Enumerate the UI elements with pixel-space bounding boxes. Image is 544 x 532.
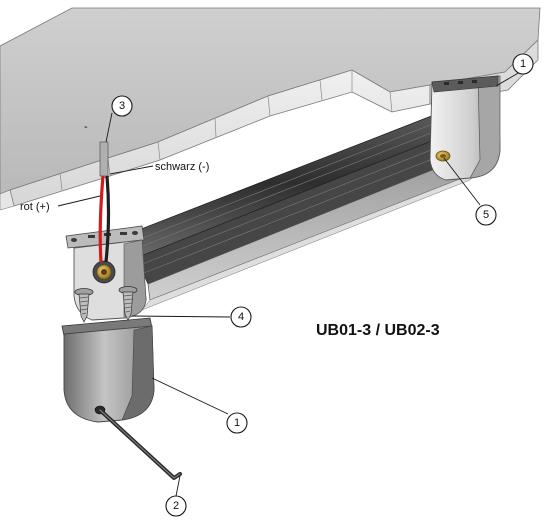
callout-number: 1	[520, 58, 526, 70]
left-mount-bracket	[65, 225, 147, 321]
leader-lines	[57, 71, 521, 497]
callout-1-top: 1	[512, 53, 534, 75]
bracket-top-plate	[65, 225, 145, 249]
model-label: UB01-3 / UB02-3	[316, 322, 440, 339]
mounting-screws	[74, 286, 138, 323]
heater-body	[117, 107, 483, 311]
label-red-wire: rot (+)	[20, 201, 50, 213]
callout-5: 5	[475, 204, 497, 226]
wire-red	[98, 175, 105, 263]
loose-end-cap	[61, 317, 155, 423]
ceiling-left-wall	[0, 189, 15, 211]
callout-number: 4	[238, 311, 244, 323]
cable-sheath	[99, 141, 109, 177]
knurled-nut	[435, 150, 451, 162]
screw-left	[74, 288, 94, 323]
right-end-cap	[429, 75, 501, 181]
callout-number: 5	[483, 209, 489, 221]
callout-1-bottom: 1	[226, 412, 248, 434]
callout-4: 4	[230, 306, 252, 328]
callout-3: 3	[111, 95, 133, 117]
ceiling-tile-seams	[59, 70, 393, 191]
callout-2: 2	[165, 495, 187, 517]
callout-number: 3	[119, 100, 125, 112]
heater-reflector	[141, 171, 479, 311]
heater-fins	[124, 113, 479, 274]
cable-gland	[92, 260, 116, 284]
power-cable	[98, 141, 110, 263]
callout-number: 2	[173, 500, 179, 512]
hex-key	[98, 408, 182, 480]
callout-number: 1	[234, 417, 240, 429]
wire-black	[104, 175, 110, 263]
screw-right	[118, 286, 138, 321]
label-black-wire: schwarz (-)	[155, 161, 209, 173]
minus-mark: -	[84, 121, 88, 133]
